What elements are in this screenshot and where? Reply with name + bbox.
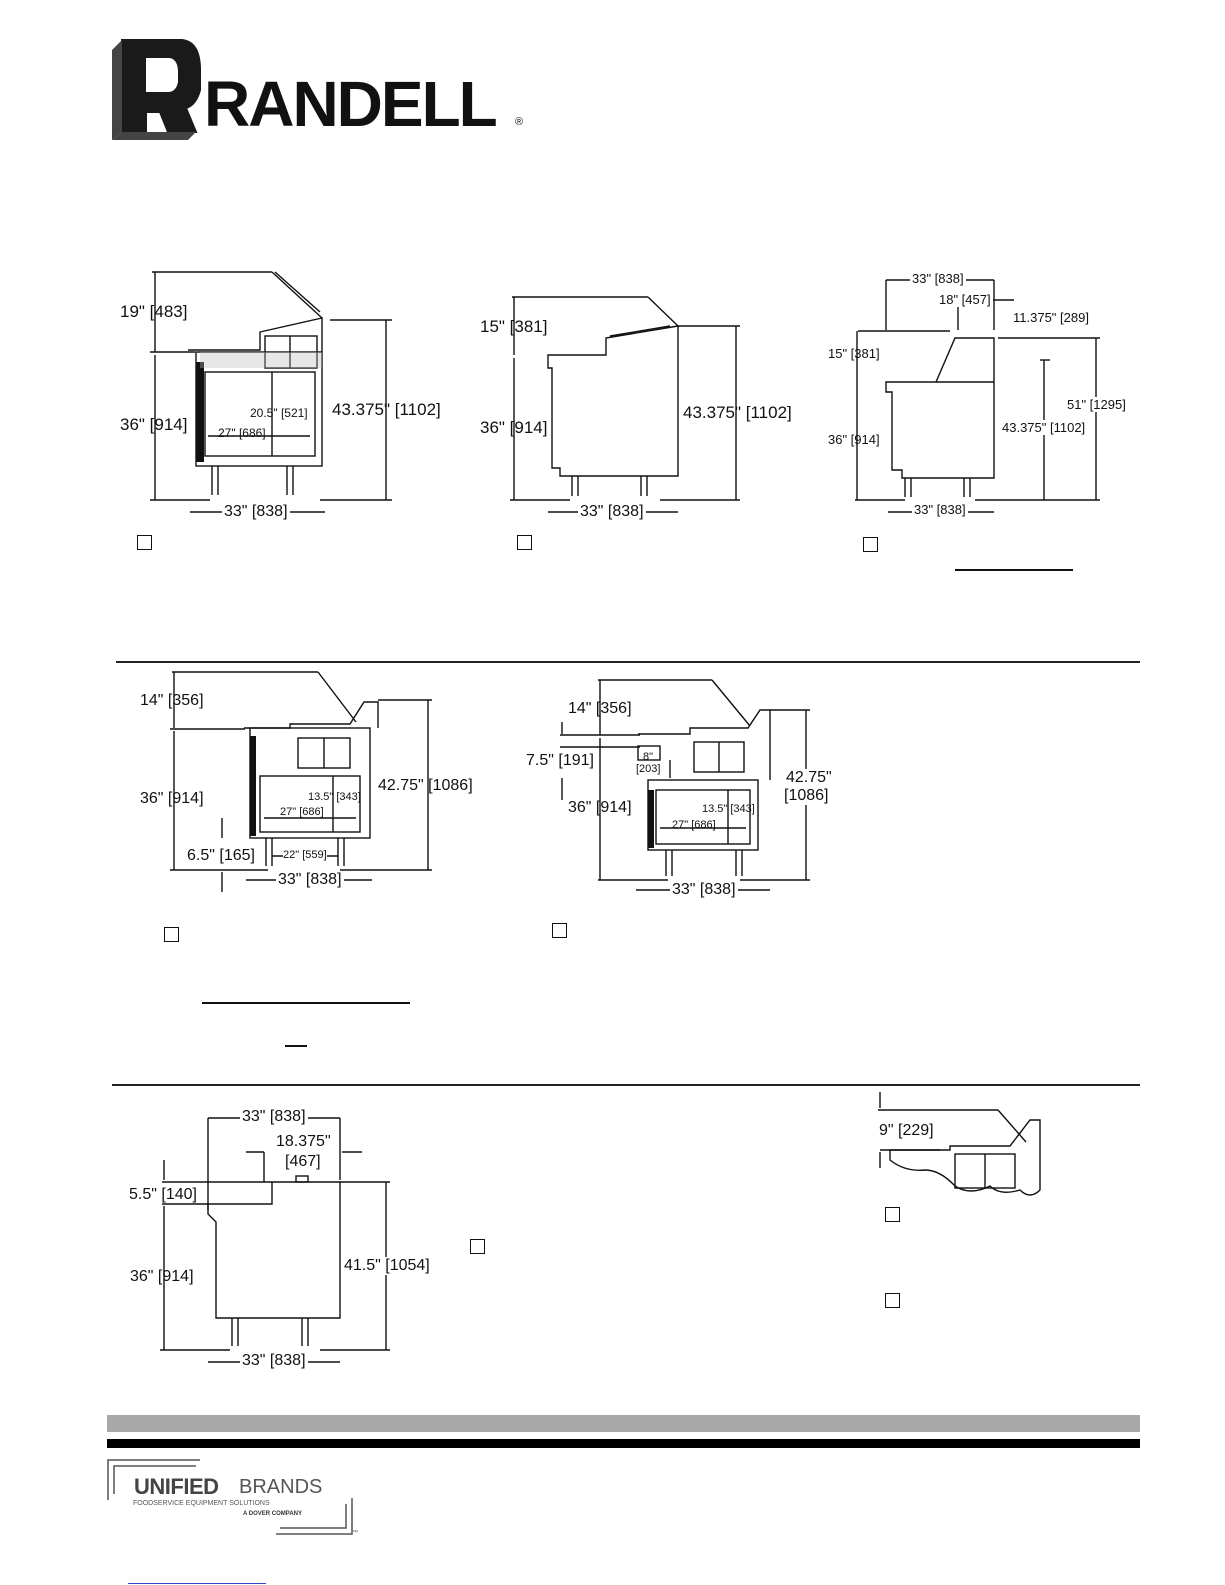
unified-text: UNIFIED bbox=[134, 1474, 219, 1499]
v2-checkbox[interactable] bbox=[517, 535, 532, 550]
v5-inner-width: 27" [686] bbox=[672, 819, 716, 831]
v4-underline-2 bbox=[285, 1045, 307, 1047]
v4-total-height: 42.75" [1086] bbox=[378, 777, 473, 794]
v4-underline-1 bbox=[202, 1002, 410, 1004]
v6-inner-a: 18.375" bbox=[276, 1133, 331, 1150]
v1-height: 36" [914] bbox=[120, 415, 188, 434]
v5-depth: 33" [838] bbox=[670, 881, 738, 899]
footer-black-bar bbox=[107, 1439, 1140, 1448]
v3-top-gap: 15" [381] bbox=[828, 346, 880, 361]
v3-top-width: 33" [838] bbox=[910, 271, 966, 286]
v2-top-gap: 15" [381] bbox=[480, 317, 548, 336]
v6-height: 36" [914] bbox=[130, 1268, 194, 1285]
v3-total-height: 51" [1295] bbox=[1065, 397, 1128, 412]
v4-top-gap: 14" [356] bbox=[140, 692, 204, 709]
v4-inner-height: 13.5" [343] bbox=[308, 791, 361, 803]
v4-depth: 33" [838] bbox=[276, 871, 344, 889]
v6-inner-b: [467] bbox=[285, 1153, 321, 1170]
v6-top-width: 33" [838] bbox=[240, 1108, 308, 1126]
link-underline[interactable] bbox=[128, 1583, 266, 1584]
v1-checkbox[interactable] bbox=[137, 535, 152, 550]
section-divider-1 bbox=[116, 661, 1140, 663]
v2-height: 36" [914] bbox=[480, 418, 548, 437]
v4-inner-width: 27" [686] bbox=[280, 806, 324, 818]
v3-underline bbox=[955, 569, 1073, 571]
v3-mid-height: 43.375" [1102] bbox=[1000, 420, 1088, 435]
v7-gap: 9" [229] bbox=[879, 1122, 934, 1139]
section-divider-2 bbox=[112, 1084, 1140, 1086]
tm-mark: ™ bbox=[352, 1530, 358, 1536]
v6-depth: 33" [838] bbox=[240, 1352, 308, 1370]
registered-mark: ® bbox=[515, 116, 524, 128]
v2-total-height: 43.375" [1102] bbox=[683, 403, 792, 422]
v6-step: 5.5" [140] bbox=[129, 1186, 197, 1203]
v3-shelf: 11.375" [289] bbox=[1013, 310, 1089, 325]
v5-cut: 7.5" [191] bbox=[526, 752, 594, 769]
v5-checkbox[interactable] bbox=[552, 923, 567, 938]
v5-cut2-b: [203] bbox=[636, 763, 661, 775]
v5-total-height-a: 42.75" bbox=[786, 769, 832, 787]
v5-top-gap: 14" [356] bbox=[568, 700, 632, 717]
v5-height: 36" [914] bbox=[568, 799, 632, 816]
logo-r-mark bbox=[112, 39, 201, 140]
v3-inner-width: 18" [457] bbox=[937, 292, 993, 307]
v4-leg-width: 22" [559] bbox=[283, 849, 327, 861]
v5-total-height-b: [1086] bbox=[784, 787, 829, 805]
v1-depth: 33" [838] bbox=[222, 503, 290, 521]
v7-checkbox-1[interactable] bbox=[885, 1207, 900, 1222]
v4-leg: 6.5" [165] bbox=[187, 847, 255, 864]
v3-height: 36" [914] bbox=[828, 432, 880, 447]
v4-height: 36" [914] bbox=[140, 790, 204, 807]
v2-depth: 33" [838] bbox=[578, 503, 646, 521]
v1-inner-width: 27" [686] bbox=[218, 426, 266, 440]
v5-cut2-a: 8" bbox=[643, 751, 654, 763]
v3-depth: 33" [838] bbox=[912, 502, 968, 517]
v1-total-height: 43.375" [1102] bbox=[332, 400, 441, 419]
v1-inner-height: 20.5" [521] bbox=[250, 406, 308, 420]
dover-text: A DOVER COMPANY bbox=[243, 1511, 303, 1517]
v1-top-gap: 19" [483] bbox=[120, 302, 188, 321]
v4-checkbox[interactable] bbox=[164, 927, 179, 942]
brands-text: BRANDS bbox=[239, 1476, 323, 1498]
footer-gray-bar bbox=[107, 1415, 1140, 1432]
brand-name: RANDELL bbox=[204, 68, 498, 140]
v6-total-height: 41.5" [1054] bbox=[342, 1257, 432, 1275]
v5-inner-height: 13.5" [343] bbox=[702, 803, 755, 815]
v7-checkbox-2[interactable] bbox=[885, 1293, 900, 1308]
v3-checkbox[interactable] bbox=[863, 537, 878, 552]
tagline-text: FOODSERVICE EQUIPMENT SOLUTIONS bbox=[133, 1500, 270, 1507]
v6-checkbox[interactable] bbox=[470, 1239, 485, 1254]
